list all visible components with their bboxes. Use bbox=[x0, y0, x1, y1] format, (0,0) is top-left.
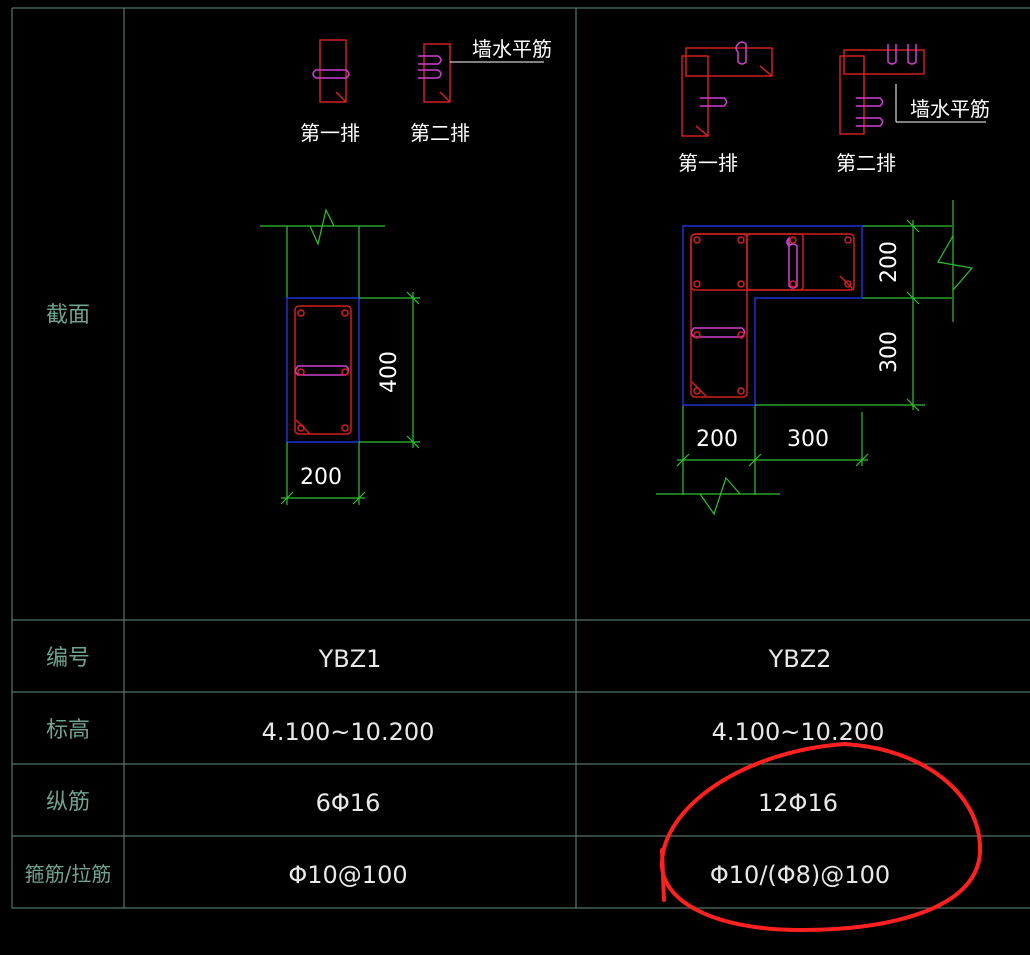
ybz1-stirrup: Φ10@100 bbox=[288, 861, 407, 889]
label-elevation: 标高 bbox=[46, 718, 90, 743]
ybz2-detail-row2: 墙水平筋 第二排 bbox=[836, 44, 990, 175]
ybz2-row2-label: 第二排 bbox=[836, 151, 896, 175]
label-stirrup: 箍筋/拉筋 bbox=[25, 862, 112, 886]
ybz2-stirrup: Φ10/(Φ8)@100 bbox=[710, 861, 890, 889]
ybz2-longitudinal: 12Φ16 bbox=[758, 789, 838, 817]
ybz1-longitudinal: 6Φ16 bbox=[316, 789, 381, 817]
ybz1-wall-bar-label: 墙水平筋 bbox=[472, 37, 552, 61]
highlight-circle bbox=[659, 741, 983, 933]
ybz1-section: 400 200 bbox=[260, 208, 420, 505]
ybz1-dim-height: 400 bbox=[377, 351, 402, 393]
ybz1-detail-row2: 墙水平筋 第二排 bbox=[410, 37, 552, 145]
ybz2-wall-bar-label: 墙水平筋 bbox=[910, 97, 990, 121]
row-labels: 截面 编号 标高 纵筋 箍筋/拉筋 bbox=[25, 303, 112, 886]
ybz1-dim-width: 200 bbox=[300, 465, 342, 490]
ybz2-dim-bottom-left: 200 bbox=[696, 427, 738, 452]
ybz2-dim-web: 300 bbox=[877, 331, 902, 373]
ybz1-row1-label: 第一排 bbox=[300, 121, 360, 145]
table-grid bbox=[11, 7, 1030, 909]
ybz2-section: 200 300 200 300 bbox=[656, 200, 974, 516]
column-values: YBZ1 YBZ2 4.100~10.200 4.100~10.200 6Φ16… bbox=[262, 645, 891, 889]
label-longitudinal: 纵筋 bbox=[46, 790, 90, 815]
ybz1-id: YBZ1 bbox=[318, 645, 382, 673]
ybz2-dim-bottom-right: 300 bbox=[787, 427, 829, 452]
ybz1-row2-label: 第二排 bbox=[410, 121, 470, 145]
ybz1-elevation: 4.100~10.200 bbox=[262, 718, 435, 746]
ybz2-id: YBZ2 bbox=[768, 645, 832, 673]
label-section: 截面 bbox=[46, 303, 90, 328]
ybz2-elevation: 4.100~10.200 bbox=[712, 718, 885, 746]
ybz2-dim-flange: 200 bbox=[877, 241, 902, 283]
ybz2-detail-row1: 第一排 bbox=[678, 41, 773, 175]
ybz1-detail-row1: 第一排 bbox=[300, 39, 360, 145]
label-id: 编号 bbox=[46, 646, 90, 671]
ybz2-row1-label: 第一排 bbox=[678, 151, 738, 175]
